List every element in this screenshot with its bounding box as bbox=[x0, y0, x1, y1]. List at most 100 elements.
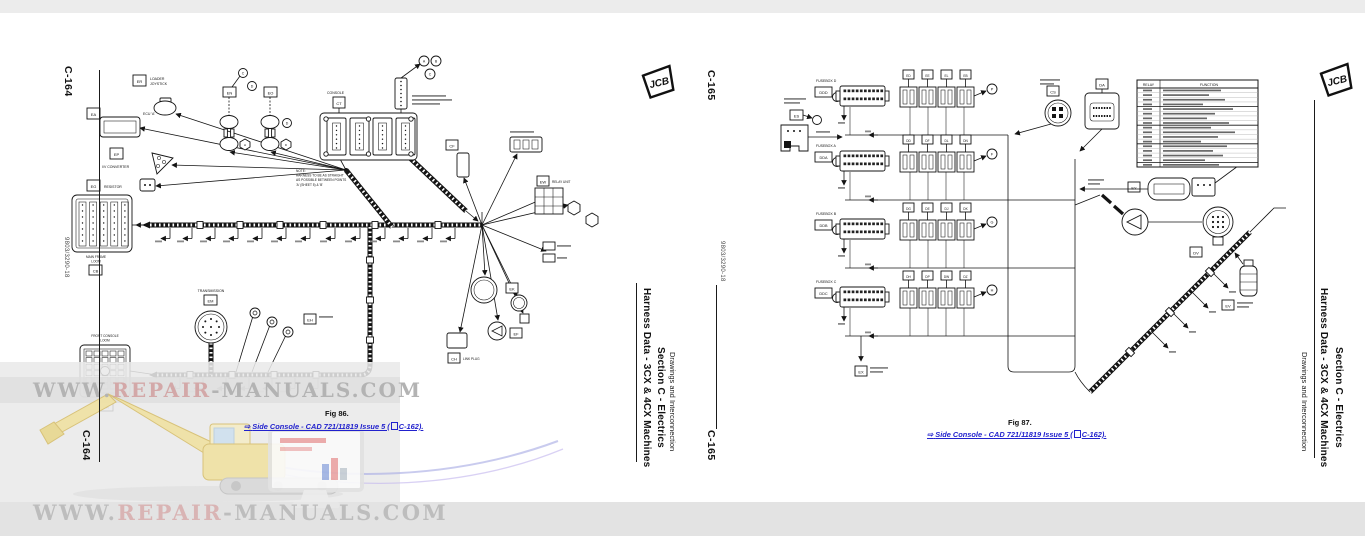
svg-text:DG: DG bbox=[906, 207, 911, 211]
svg-text:C: C bbox=[429, 73, 432, 77]
idle-buzzer-bullets bbox=[1074, 179, 1125, 216]
side-console-link-right[interactable]: ⇨ Side Console - CAD 721/11819 Issue 5 (… bbox=[927, 430, 1107, 439]
svg-text:DP: DP bbox=[925, 275, 929, 279]
svg-text:CS: CS bbox=[1050, 90, 1056, 95]
svg-text:C: C bbox=[242, 72, 245, 76]
svg-text:ER: ER bbox=[137, 79, 143, 84]
servo-buzzer-group: ES bbox=[780, 98, 843, 152]
svg-text:P: P bbox=[991, 88, 994, 92]
svg-text:'A' (SHEET 5) & 'B': 'A' (SHEET 5) & 'B' bbox=[296, 183, 323, 187]
svg-text:DDB: DDB bbox=[819, 224, 827, 228]
page-number-left-bottom: C-164 bbox=[80, 430, 92, 461]
svg-text:CT: CT bbox=[336, 101, 342, 106]
svg-text:H: H bbox=[991, 289, 994, 293]
side-console-link-left[interactable]: ⇨ Side Console - CAD 721/11819 Issue 5 (… bbox=[244, 422, 424, 431]
barrel-connector: EV bbox=[1221, 259, 1258, 311]
svg-text:LOADER: LOADER bbox=[150, 77, 165, 81]
svg-text:DW: DW bbox=[944, 275, 949, 279]
center-right-margin-rule bbox=[716, 285, 717, 429]
svg-text:DDA: DDA bbox=[819, 156, 827, 160]
page-number-center-bottom: C-165 bbox=[705, 430, 717, 461]
svg-text:DZ: DZ bbox=[963, 275, 967, 279]
svg-text:MAIN FRAME: MAIN FRAME bbox=[86, 255, 106, 259]
fig-caption-left: Fig 86. bbox=[325, 409, 349, 418]
svg-text:D: D bbox=[286, 122, 289, 126]
fusebox-name: FUSEBOX B bbox=[816, 212, 837, 216]
svg-text:EW: EW bbox=[540, 180, 547, 185]
document-icon bbox=[1073, 430, 1081, 438]
section-title-center: Section C - Electrics bbox=[655, 347, 666, 448]
svg-text:DV: DV bbox=[1193, 251, 1199, 256]
mid-right-connectors: EY DV bbox=[1079, 165, 1239, 258]
watermark-top: WWW.REPAIR-MANUALS.COM bbox=[33, 378, 423, 402]
diagonal-trunk bbox=[1074, 207, 1286, 394]
center-left-margin-rule bbox=[636, 283, 637, 462]
svg-text:B: B bbox=[435, 60, 438, 64]
svg-text:EN: EN bbox=[227, 91, 233, 96]
svg-text:LINK PLUG: LINK PLUG bbox=[463, 357, 480, 361]
hub-wires bbox=[139, 112, 479, 222]
left-margin-rule bbox=[99, 70, 100, 462]
svg-text:D: D bbox=[251, 85, 254, 89]
svg-text:EE: EE bbox=[925, 74, 929, 78]
svg-text:EB: EB bbox=[963, 74, 967, 78]
svg-text:D: D bbox=[285, 143, 288, 147]
page-number-left-top: C-164 bbox=[62, 66, 74, 97]
svg-text:RELAY UNIT: RELAY UNIT bbox=[552, 180, 571, 184]
svg-text:EA: EA bbox=[91, 112, 97, 117]
footer-right: Drawings and Interconnection bbox=[1300, 352, 1309, 452]
small-connector bbox=[139, 178, 156, 192]
svg-text:ECU 'A': ECU 'A' bbox=[143, 112, 155, 116]
svg-text:LOOM: LOOM bbox=[100, 339, 110, 343]
svg-text:CH: CH bbox=[451, 357, 457, 362]
fusebox-row: FUSEBOX CDDCCDHDPDWDZH bbox=[814, 270, 1075, 339]
harness-trunks bbox=[142, 156, 482, 379]
fig-caption-right: Fig 87. bbox=[1008, 418, 1032, 427]
monitor-clipart bbox=[268, 428, 364, 508]
svg-text:DJ: DJ bbox=[945, 207, 949, 211]
svg-text:CB: CB bbox=[93, 269, 99, 274]
doc-number-left: 9803/3290-18 bbox=[63, 237, 69, 278]
svg-text:CF: CF bbox=[449, 144, 455, 149]
bus-rails bbox=[1007, 135, 1076, 373]
svg-text:DA: DA bbox=[1099, 83, 1105, 88]
pressure-switch-label: EX bbox=[854, 336, 888, 377]
junction-wires bbox=[458, 153, 569, 333]
jcb-logo-right: JCB bbox=[1319, 62, 1353, 98]
svg-text:ED: ED bbox=[906, 74, 911, 78]
table-header-function: FUNCTION bbox=[1200, 83, 1219, 87]
jcb-logo-center: JCB bbox=[641, 64, 675, 100]
fusebox-name: FUSEBOX D bbox=[816, 79, 837, 83]
svg-text:EX: EX bbox=[858, 370, 864, 375]
svg-text:F: F bbox=[991, 153, 994, 157]
svg-text:EV: EV bbox=[1225, 304, 1231, 309]
svg-text:RESISTOR: RESISTOR bbox=[104, 185, 122, 189]
svg-text:LOOM: LOOM bbox=[91, 260, 101, 264]
svg-text:JCB: JCB bbox=[1326, 74, 1348, 90]
link-arrow-icon: ⇨ bbox=[244, 422, 251, 431]
right-wiring-diagram: ES CS DA EY bbox=[780, 69, 1286, 394]
iv-converter-connector: EP I/V CONVERTER bbox=[102, 147, 174, 175]
left-wiring-diagram: EA ECU 'A' ER LOADER JOYSTICK EP I/V CON… bbox=[71, 55, 599, 412]
svg-text:DL: DL bbox=[944, 139, 948, 143]
fusebox-name: FUSEBOX A bbox=[816, 144, 837, 148]
svg-text:JCB: JCB bbox=[648, 76, 670, 92]
document-icon bbox=[390, 422, 398, 430]
svg-text:EK: EK bbox=[509, 287, 515, 292]
svg-text:EL: EL bbox=[945, 74, 949, 78]
svg-text:EM: EM bbox=[208, 299, 214, 304]
section-title-right: Section C - Electrics bbox=[1333, 347, 1344, 448]
svg-text:A: A bbox=[423, 60, 426, 64]
svg-text:FRONT CONSOLE: FRONT CONSOLE bbox=[91, 334, 118, 338]
trailer-socket-connector: CS bbox=[1014, 79, 1072, 136]
svg-text:EO: EO bbox=[268, 91, 274, 96]
svg-text:JOYSTICK: JOYSTICK bbox=[150, 82, 168, 86]
svg-text:EH: EH bbox=[307, 318, 313, 323]
subtitle-right: Harness Data - 3CX & 4CX Machines bbox=[1318, 288, 1329, 468]
svg-text:DH: DH bbox=[906, 275, 911, 279]
subtitle-center: Harness Data - 3CX & 4CX Machines bbox=[641, 288, 652, 468]
ecu-a-connector: EA ECU 'A' bbox=[86, 107, 155, 138]
svg-text:CONSOLE: CONSOLE bbox=[327, 91, 345, 95]
